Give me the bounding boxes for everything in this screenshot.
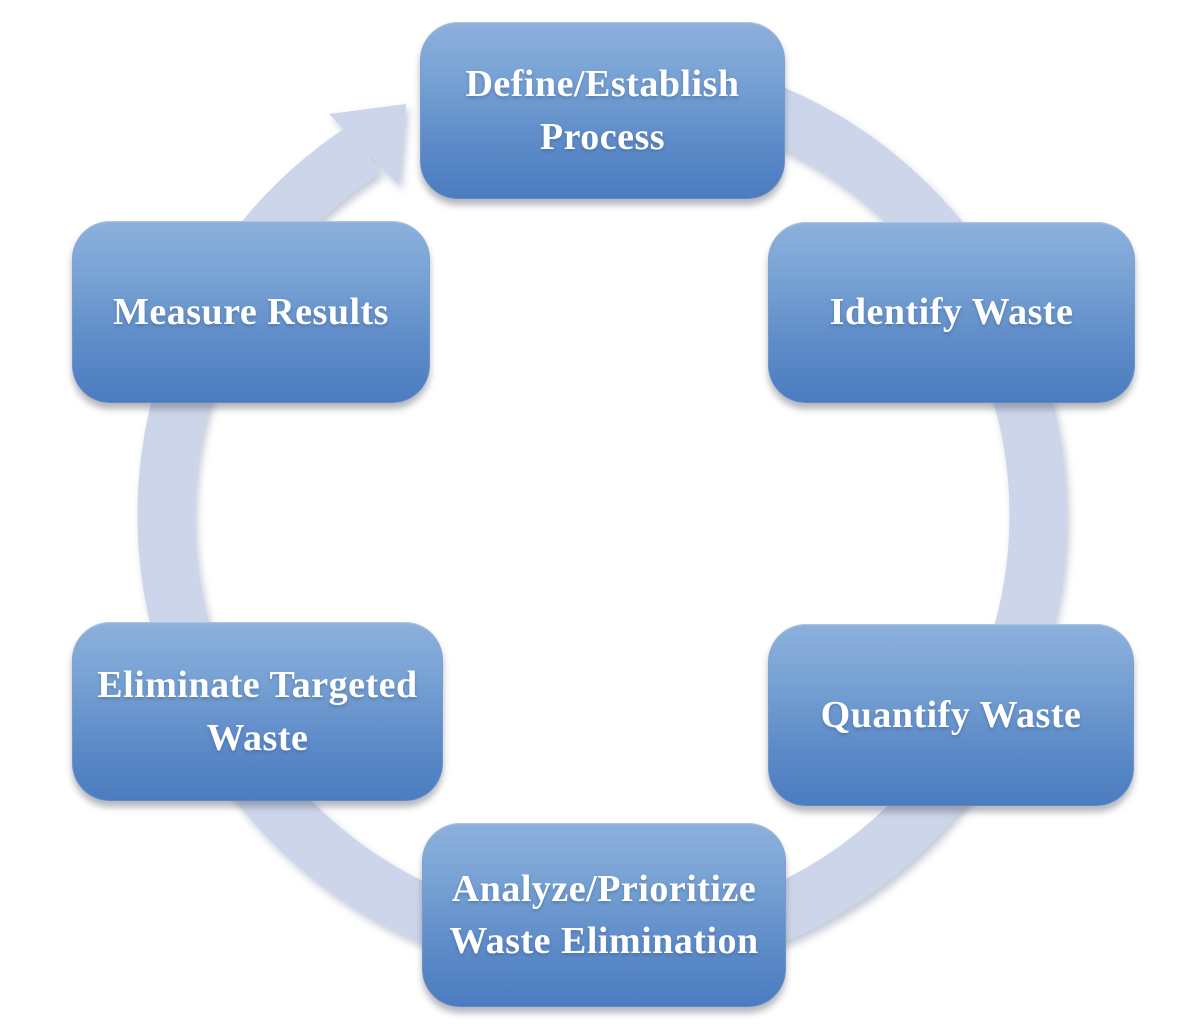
cycle-ring <box>137 50 1067 980</box>
node-define-establish-process: Define/Establish Process <box>420 22 785 199</box>
flow-arrowhead-icon <box>329 104 406 185</box>
node-eliminate-targeted-waste: Eliminate Targeted Waste <box>72 622 443 801</box>
node-analyze-prioritize-waste-elimination: Analyze/Prioritize Waste Elimination <box>422 823 786 1007</box>
node-label: Quantify Waste <box>820 693 1082 736</box>
node-label: Measure Results <box>113 290 389 333</box>
node-identify-waste: Identify Waste <box>768 222 1135 403</box>
node-label: Identify Waste <box>829 291 1074 334</box>
node-measure-results: Measure Results <box>72 221 430 403</box>
node-label: Define/Establish Process <box>465 63 740 158</box>
node-label: Analyze/Prioritize Waste Elimination <box>449 867 759 962</box>
node-quantify-waste: Quantify Waste <box>768 624 1134 806</box>
node-label: Eliminate Targeted Waste <box>97 664 418 759</box>
